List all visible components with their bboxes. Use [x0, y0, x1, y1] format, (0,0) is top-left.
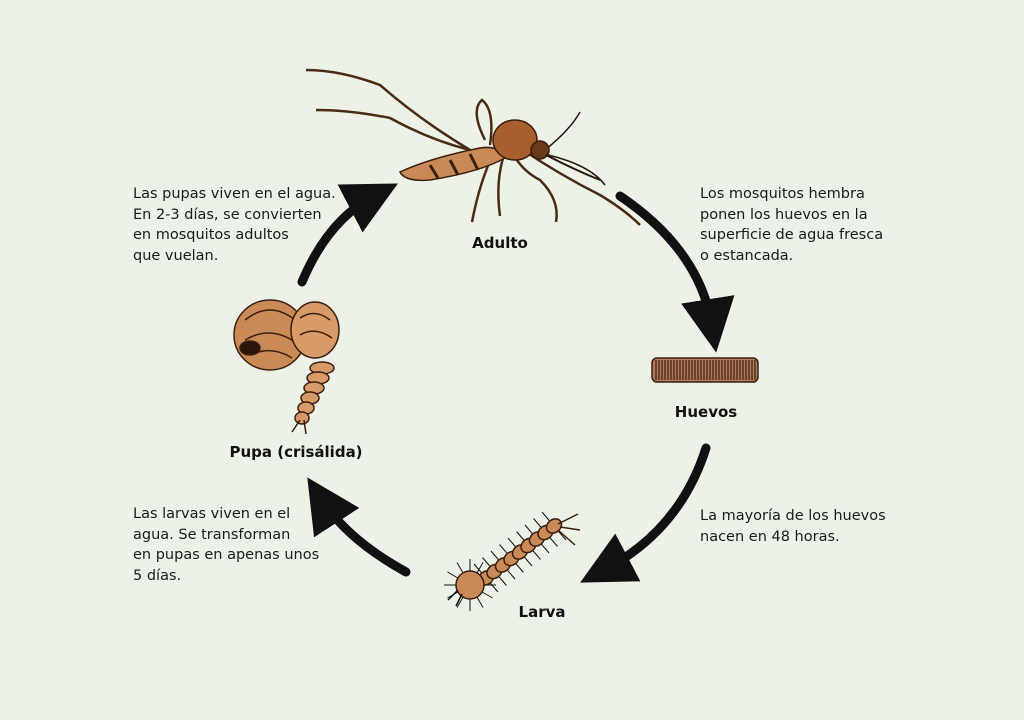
description-line: Las pupas viven en el agua. [133, 186, 336, 202]
description-line: La mayoría de los huevos [700, 508, 886, 524]
mosquito-adult-icon [305, 68, 641, 226]
stage-label-eggs: Huevos [674, 403, 738, 421]
description-line: que vuelan. [133, 247, 219, 264]
description-line: o estancada. [700, 247, 794, 264]
description-eggs-to-larva: La mayoría de los huevos nacen en 48 hor… [700, 506, 886, 547]
larva-icon [444, 511, 581, 611]
stage-label-pupa: Pupa (crisálida) [229, 443, 363, 461]
egg-raft-icon [651, 357, 759, 383]
description-line: en pupas en apenas unos [133, 547, 320, 563]
description-line: Las larvas viven en el [133, 506, 291, 522]
description-line: ponen los huevos en la [700, 206, 868, 223]
description-line: En 2-3 días, se convierten [133, 206, 322, 223]
description-pupa-to-adult: Las pupas viven en el agua. En 2-3 días,… [133, 184, 336, 266]
description-line: nacen en 48 horas. [700, 528, 840, 545]
description-line: superficie de agua fresca [700, 227, 884, 243]
stage-label-larva: Larva [518, 603, 566, 621]
pupa-icon [233, 299, 340, 435]
arrow-eggs-to-larva [580, 443, 711, 583]
stage-label-adult: Adulto [472, 234, 528, 252]
description-adult-to-eggs: Los mosquitos hembra ponen los huevos en… [700, 184, 883, 266]
arrow-larva-to-pupa [307, 477, 411, 577]
description-line: Los mosquitos hembra [700, 186, 865, 202]
description-line: en mosquitos adultos [133, 227, 289, 243]
description-line: 5 días. [133, 567, 182, 584]
description-larva-to-pupa: Las larvas viven en el agua. Se transfor… [133, 504, 319, 586]
arrow-adult-to-eggs [615, 191, 735, 353]
arrow-pupa-to-adult [297, 183, 398, 287]
description-line: agua. Se transforman [133, 526, 291, 543]
